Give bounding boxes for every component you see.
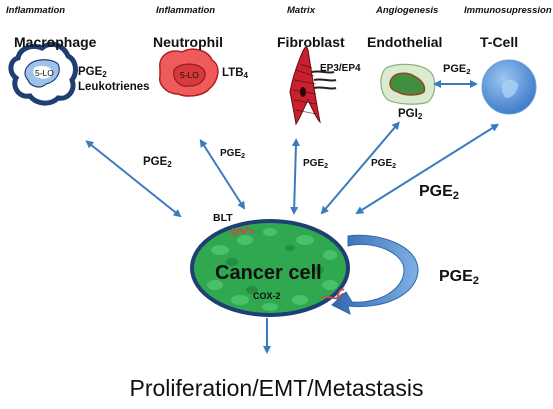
cell-title-neutrophil: Neutrophil [153,34,223,50]
cell-title-tcell: T-Cell [480,34,519,50]
cell-title-fibroblast: Fibroblast [277,34,345,50]
neutrophil-5lo: 5-LO [180,70,199,80]
category-neutrophil: Inflammation [156,5,216,16]
autocrine-loop-arrow [331,234,419,315]
macrophage-cell [8,41,78,106]
tcell-cell [481,59,537,115]
fibroblast-cell [289,46,337,126]
category-fibroblast: Matrix [287,5,315,16]
endo-tcell-pge2: PGE2 [443,63,471,76]
fibroblast-ep3ep4: EP3/EP4 [320,63,361,74]
arrow-label-endothelial: PGE2 [371,158,397,170]
arrow-label-fibroblast: PGE2 [303,158,329,170]
arrow-fibroblast [290,138,300,215]
arrow-label-tcell: PGE2 [419,183,460,202]
arrow-macrophage [85,140,182,218]
endothelial-pgi2: PGI2 [398,108,423,121]
category-endothelial: Angiogenesis [376,5,439,16]
neutrophil-ltb4: LTB4 [222,67,248,80]
macrophage-5lo: 5-LO [35,68,54,78]
outcome-text: Proliferation/EMT/Metastasis [129,375,424,401]
endothelial-cell [380,63,436,105]
loop-label: PGE2 [439,268,480,287]
cox2-label: COX-2 [253,291,281,301]
cancer-cell-title: Cancer cell [215,262,322,284]
arrow-endothelial [320,121,400,215]
arrow-label-neutrophil: PGE2 [220,148,246,160]
macrophage-pge2: PGE2 [78,66,107,79]
arrow-neutrophil [199,138,246,210]
blt-receptor [229,226,255,237]
neutrophil-cell [158,48,219,97]
macrophage-leukotrienes: Leukotrienes [78,81,150,93]
blt-label: BLT [213,212,233,224]
category-macrophage: Inflammation [6,5,66,16]
arrow-label-macrophage: PGE2 [143,156,172,169]
cell-title-endothelial: Endothelial [367,34,443,50]
cancer-cell [190,219,350,317]
cell-title-macrophage: Macrophage [14,34,97,50]
category-tcell: Immunosupression [464,5,552,16]
arrow-tcell [355,123,500,215]
